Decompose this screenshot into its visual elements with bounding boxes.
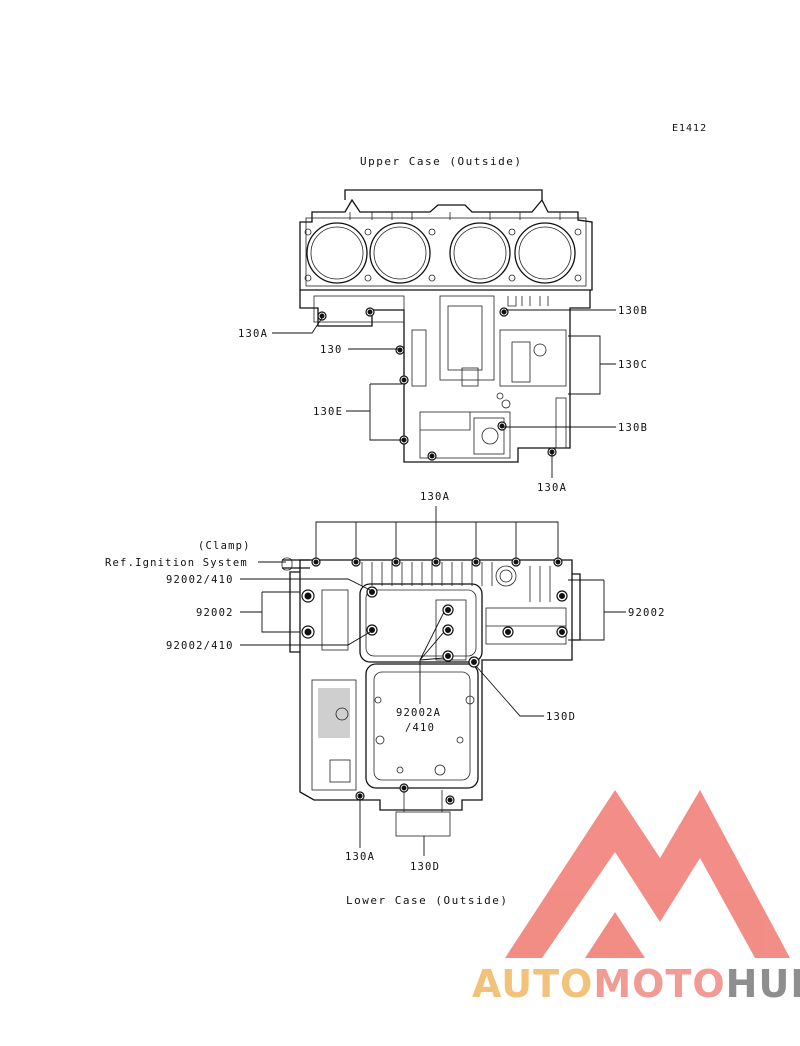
label-410: /410 — [405, 722, 435, 734]
watermark-auto: AUTO — [472, 962, 594, 1006]
label-130a-bottom-lower: 130A — [345, 851, 375, 863]
diagram-code: E1412 — [672, 123, 708, 134]
watermark-brand-text: AUTOMOTOHUB — [472, 962, 800, 1006]
label-92002a: 92002A — [396, 707, 441, 719]
label-92002-left: 92002 — [196, 607, 234, 619]
label-130: 130 — [320, 344, 343, 356]
label-130a-top: 130A — [420, 491, 450, 503]
label-130c: 130C — [618, 359, 648, 371]
label-130b-top: 130B — [618, 305, 648, 317]
label-92002-410-top: 92002/410 — [166, 574, 234, 586]
label-92002-410-bottom: 92002/410 — [166, 640, 234, 652]
label-130d-bottom: 130D — [410, 861, 440, 873]
watermark-logo-icon — [505, 790, 790, 958]
watermark-moto: MOTO — [593, 962, 726, 1006]
upper-case-title: Upper Case (Outside) — [360, 155, 523, 168]
label-130e: 130E — [313, 406, 343, 418]
label-ref-ignition-system: Ref.Ignition System — [105, 557, 248, 569]
lower-case-title: Lower Case (Outside) — [346, 894, 509, 907]
label-130a-left: 130A — [238, 328, 268, 340]
label-92002-right: 92002 — [628, 607, 666, 619]
label-clamp: (Clamp) — [198, 540, 251, 552]
watermark-hub: HUB — [725, 962, 800, 1006]
label-130a-bottom: 130A — [537, 482, 567, 494]
upper-case-drawing — [272, 189, 616, 478]
label-130b-bottom: 130B — [618, 422, 648, 434]
label-130d-right: 130D — [546, 711, 576, 723]
lower-case-drawing — [240, 506, 626, 856]
